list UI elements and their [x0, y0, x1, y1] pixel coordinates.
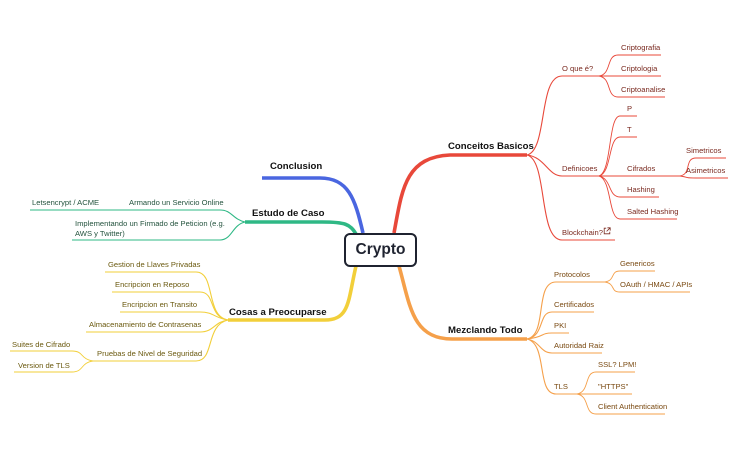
connector-mezclando-tls — [526, 338, 577, 395]
connector-cifrados-simetricos — [679, 157, 726, 177]
node-conceitos-basicos[interactable]: Conceitos Basicos — [448, 141, 534, 152]
node-estudo-de-caso[interactable]: Estudo de Caso — [252, 208, 325, 219]
connector-cifrados-asimetricos — [679, 175, 728, 179]
connector-conceitos-blockchain — [526, 154, 615, 241]
node-letsencrypt[interactable]: Letsencrypt / ACME — [32, 198, 100, 207]
connector-cosas-transito — [120, 311, 229, 321]
node-client-authentication[interactable]: Client Authentication — [598, 402, 668, 411]
node-gestion-llaves[interactable]: Gestion de Llaves Privadas — [108, 260, 201, 269]
external-link-icon[interactable] — [603, 227, 611, 235]
node-oauth-hmac-apis[interactable]: OAuth / HMAC / APIs — [620, 280, 693, 289]
connector-root-conceitos — [392, 153, 527, 234]
node-t[interactable]: T — [627, 125, 632, 134]
node-definicoes[interactable]: Definicoes — [562, 164, 598, 173]
connector-estudo-firmado — [72, 221, 246, 241]
node-cosas-a-preocuparse[interactable]: Cosas a Preocuparse — [229, 307, 327, 318]
connector-cosas-pruebas — [93, 319, 229, 362]
connector-oque-criptoanalise — [598, 75, 665, 98]
connector-protocolos-oauth — [604, 281, 690, 293]
node-hashing[interactable]: Hashing — [627, 185, 655, 194]
connector-root-conclusion — [262, 176, 365, 234]
node-blockchain[interactable]: Blockchain? — [562, 228, 603, 237]
connector-definicoes-t — [598, 136, 637, 177]
node-cifrados[interactable]: Cifrados — [627, 164, 656, 173]
node-p[interactable]: P — [627, 104, 633, 113]
connector-mezclando-protocolos — [526, 281, 605, 340]
node-armando-servicio[interactable]: Armando un Servicio Online — [129, 198, 224, 207]
node-o-que-e[interactable]: O que é? — [562, 64, 594, 73]
connector-root-estudo — [245, 220, 358, 235]
connector-tls-client — [576, 393, 665, 415]
node-https[interactable]: "HTTPS" — [598, 382, 629, 391]
node-pruebas-nivel-seguridad[interactable]: Pruebas de Nivel de Seguridad — [97, 349, 203, 358]
node-encripcion-reposo[interactable]: Encripcion en Reposo — [115, 280, 190, 289]
node-criptografia[interactable]: Criptografia — [621, 43, 661, 52]
node-autoridad-raiz[interactable]: Autoridad Raiz — [554, 341, 604, 350]
root-node[interactable]: Crypto — [344, 233, 417, 267]
node-asimetricos[interactable]: Asimetricos — [686, 166, 726, 175]
node-suites-cifrado[interactable]: Suites de Cifrado — [12, 340, 71, 349]
node-almacenamiento-contrasenas[interactable]: Almacenamiento de Contrasenas — [89, 320, 202, 329]
node-tls[interactable]: TLS — [554, 382, 568, 391]
connector-protocolos-genericos — [604, 270, 655, 283]
connector-root-mezclando — [397, 265, 527, 341]
node-genericos[interactable]: Genericos — [620, 259, 655, 268]
connector-conceitos-oque — [526, 75, 599, 156]
node-pki[interactable]: PKI — [554, 321, 567, 330]
connector-mezclando-pki — [526, 332, 569, 340]
connector-mezclando-certificados — [526, 311, 594, 340]
node-encripcion-transito[interactable]: Encripcion en Transito — [122, 300, 198, 309]
connector-tls-ssl — [576, 371, 635, 395]
node-conclusion[interactable]: Conclusion — [270, 161, 323, 172]
connector-definicoes-p — [598, 115, 637, 177]
node-certificados[interactable]: Certificados — [554, 300, 595, 309]
connector-definicoes-salted — [598, 175, 677, 220]
node-simetricos[interactable]: Simetricos — [686, 146, 722, 155]
node-ssl-lpm[interactable]: SSL? LPM! — [598, 360, 637, 369]
node-mezclando-todo[interactable]: Mezclando Todo — [448, 325, 523, 336]
connector-root-cosas — [228, 265, 358, 322]
connector-conceitos-definicoes — [526, 154, 599, 177]
node-criptologia[interactable]: Criptologia — [621, 64, 658, 73]
node-protocolos[interactable]: Protocolos — [554, 270, 590, 279]
node-salted-hashing[interactable]: Salted Hashing — [627, 207, 679, 216]
connector-definicoes-hashing — [598, 175, 659, 198]
connector-cosas-gestion — [105, 271, 229, 321]
connector-oque-criptografia — [598, 54, 661, 77]
connector-pruebas-suites — [10, 350, 94, 362]
connector-estudo-armando — [125, 209, 246, 223]
node-version-tls[interactable]: Version de TLS — [18, 361, 70, 370]
connector-pruebas-version — [14, 360, 94, 373]
node-firmado-peticion[interactable]: Implementando un Firmado de Peticion (e.… — [75, 219, 225, 238]
node-criptoanalise[interactable]: Criptoanalise — [621, 85, 666, 94]
